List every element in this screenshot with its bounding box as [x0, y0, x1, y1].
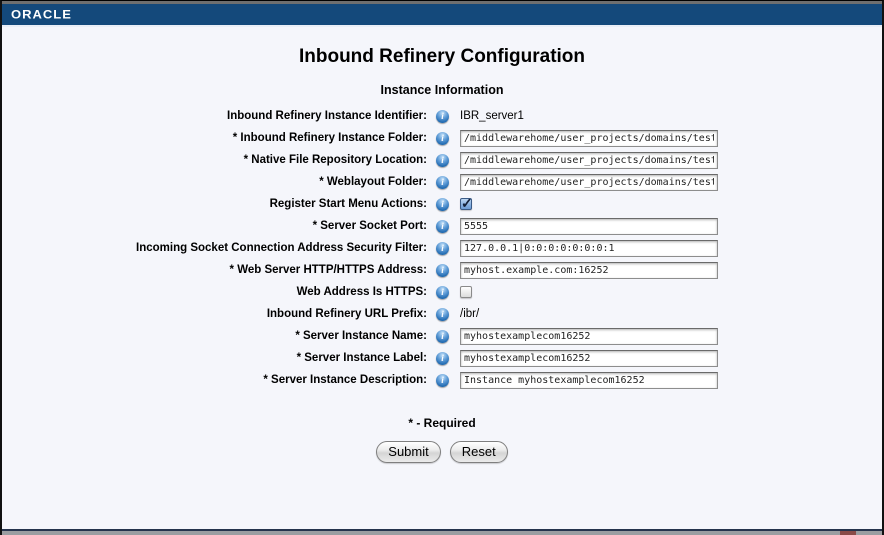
form-row-server-instance-label: * Server Instance Label: i [2, 347, 882, 369]
server-instance-label-info-icon[interactable]: i [436, 351, 449, 365]
field-label: * Server Socket Port: [312, 220, 427, 232]
button-row: Submit Reset [2, 441, 882, 463]
field-value-cell [460, 129, 718, 147]
field-label: * Inbound Refinery Instance Folder: [232, 132, 427, 144]
web-server-http-https-address-input[interactable] [460, 261, 718, 279]
form-row-inbound-refinery-instance-folder: * Inbound Refinery Instance Folder: i [2, 127, 882, 149]
footer-divider-line [2, 529, 882, 531]
required-note: * - Required [408, 416, 476, 430]
weblayout-folder-input[interactable] [460, 173, 718, 191]
incoming-socket-connection-address-security-filter-info-icon[interactable]: i [436, 241, 449, 255]
field-value-cell [460, 371, 718, 389]
web-server-http-https-address-info-icon[interactable]: i [436, 263, 449, 277]
form-row-weblayout-folder: * Weblayout Folder: i [2, 171, 882, 193]
server-instance-name-input[interactable] [460, 327, 718, 345]
field-value-cell [460, 239, 718, 257]
field-label: Register Start Menu Actions: [269, 198, 427, 210]
oracle-logo: ORACLE [11, 7, 72, 22]
inbound-refinery-instance-folder-info-icon[interactable]: i [436, 131, 449, 145]
form-row-inbound-refinery-url-prefix: Inbound Refinery URL Prefix: i /ibr/ [2, 303, 882, 325]
field-label: Incoming Socket Connection Address Secur… [136, 242, 427, 254]
inbound-refinery-instance-folder-input[interactable] [460, 129, 718, 147]
form-row-web-address-is-https: Web Address Is HTTPS: i [2, 281, 882, 303]
form-row-incoming-socket-connection-address-security-filter: Incoming Socket Connection Address Secur… [2, 237, 882, 259]
submit-button[interactable]: Submit [376, 441, 441, 463]
field-label: * Web Server HTTP/HTTPS Address: [229, 264, 427, 276]
field-label: Inbound Refinery Instance Identifier: [227, 110, 427, 122]
field-value-cell [460, 261, 718, 279]
page-title: Inbound Refinery Configuration [298, 46, 586, 67]
field-value-cell [460, 327, 718, 345]
field-label: * Server Instance Name: [295, 330, 427, 342]
window-bottom-edge [2, 529, 882, 535]
server-socket-port-input[interactable] [460, 217, 718, 235]
footer-grey-strip [2, 531, 882, 535]
field-label: * Server Instance Label: [296, 352, 427, 364]
web-address-is-https-info-icon[interactable]: i [436, 285, 449, 299]
field-label: * Native File Repository Location: [243, 154, 427, 166]
section-title: Instance Information [380, 83, 504, 97]
field-value-cell [460, 349, 718, 367]
form-row-server-instance-name: * Server Instance Name: i [2, 325, 882, 347]
inbound-refinery-instance-identifier-value: IBR_server1 [460, 110, 524, 122]
form-row-native-file-repository-location: * Native File Repository Location: i [2, 149, 882, 171]
incoming-socket-connection-address-security-filter-input[interactable] [460, 239, 718, 257]
weblayout-folder-info-icon[interactable]: i [436, 175, 449, 189]
field-value-cell [460, 173, 718, 191]
main-content: Inbound Refinery Configuration Instance … [2, 27, 882, 529]
field-label: Inbound Refinery URL Prefix: [266, 308, 427, 320]
field-value-cell [460, 151, 718, 169]
server-socket-port-info-icon[interactable]: i [436, 219, 449, 233]
field-value-cell [460, 286, 472, 298]
native-file-repository-location-input[interactable] [460, 151, 718, 169]
inbound-refinery-url-prefix-value: /ibr/ [460, 308, 480, 320]
server-instance-label-input[interactable] [460, 349, 718, 367]
server-instance-description-input[interactable] [460, 371, 718, 389]
window-edge-accent [840, 531, 856, 535]
reset-button[interactable]: Reset [449, 441, 508, 463]
form-row-server-socket-port: * Server Socket Port: i [2, 215, 882, 237]
field-value-cell [460, 217, 718, 235]
inbound-refinery-instance-identifier-info-icon[interactable]: i [436, 109, 449, 123]
field-value-cell: /ibr/ [460, 308, 479, 320]
field-label: * Server Instance Description: [263, 374, 427, 386]
field-value-cell [460, 195, 473, 212]
register-start-menu-actions-info-icon[interactable]: i [436, 197, 449, 211]
form-row-server-instance-description: * Server Instance Description: i [2, 369, 882, 391]
window-top-edge [2, 1, 882, 4]
oracle-header-bar: ORACLE [2, 4, 882, 27]
web-address-is-https-checkbox[interactable] [460, 286, 472, 298]
server-instance-name-info-icon[interactable]: i [436, 329, 449, 343]
field-label: Web Address Is HTTPS: [296, 286, 427, 298]
form-row-register-start-menu-actions: Register Start Menu Actions: i [2, 193, 882, 215]
register-start-menu-actions-checkbox[interactable] [460, 195, 473, 212]
field-label: * Weblayout Folder: [319, 176, 427, 188]
form-row-inbound-refinery-instance-identifier: Inbound Refinery Instance Identifier: i … [2, 105, 882, 127]
inbound-refinery-url-prefix-info-icon[interactable]: i [436, 307, 449, 321]
form-row-web-server-http-https-address: * Web Server HTTP/HTTPS Address: i [2, 259, 882, 281]
native-file-repository-location-info-icon[interactable]: i [436, 153, 449, 167]
server-instance-description-info-icon[interactable]: i [436, 373, 449, 387]
field-value-cell: IBR_server1 [460, 110, 524, 122]
configuration-form: Inbound Refinery Instance Identifier: i … [2, 105, 882, 391]
